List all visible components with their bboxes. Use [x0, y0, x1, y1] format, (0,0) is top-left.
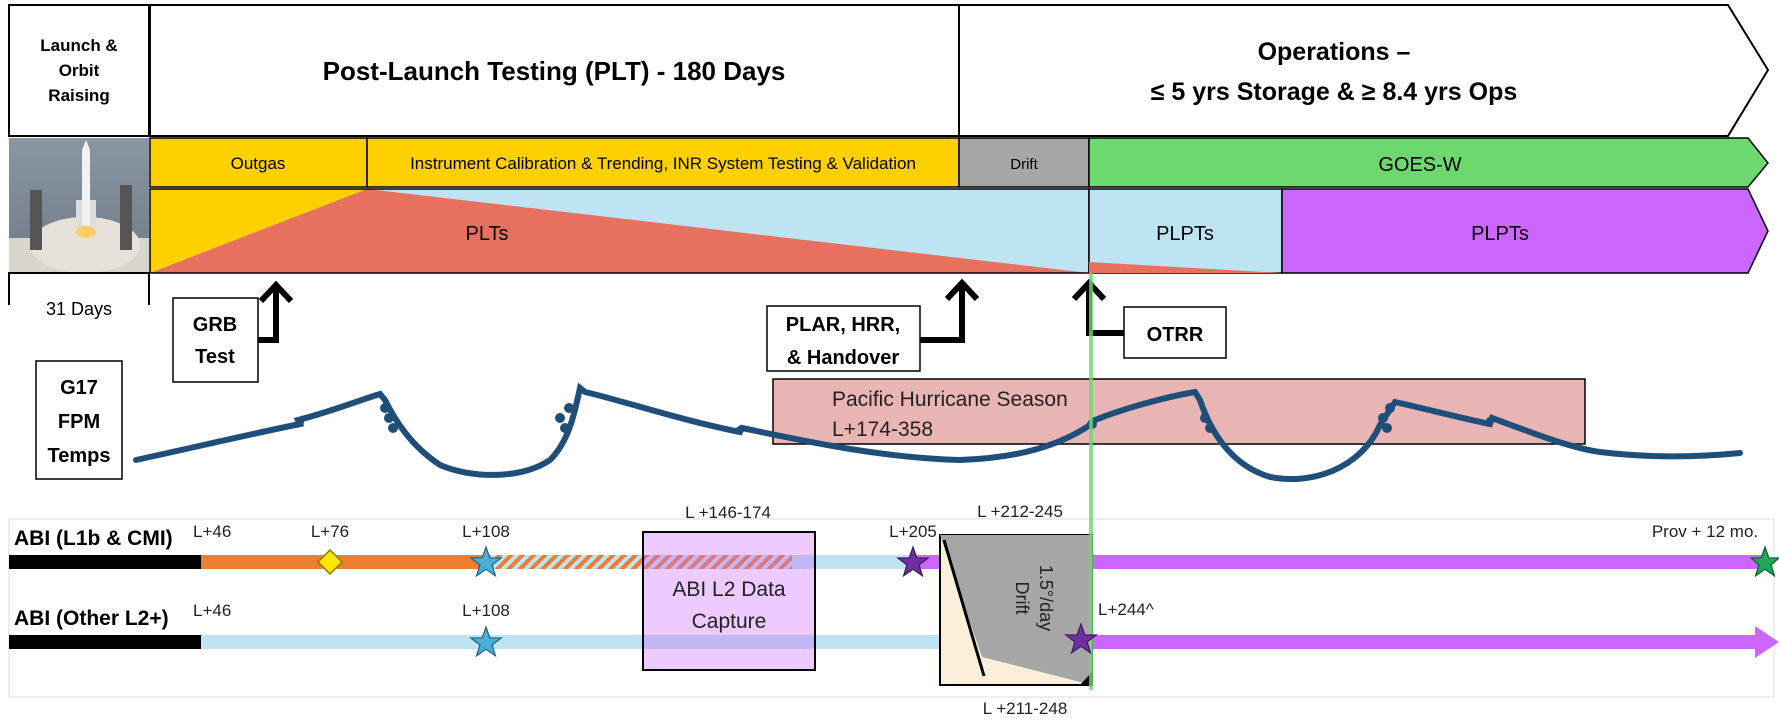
l244-label: L+244^: [1098, 600, 1154, 619]
plpts-blue-bar: [1088, 188, 1283, 274]
grb-test-arrow: [258, 280, 294, 343]
l76-label: L+76: [311, 522, 349, 541]
prov-12mo-star: [1749, 545, 1779, 578]
prov-12mo-label: Prov + 12 mo.: [1652, 522, 1758, 541]
hurricane-line-1: Pacific Hurricane Season: [832, 388, 1068, 411]
fpm-line-3: Temps: [48, 445, 111, 467]
l108-row2-star: [469, 625, 503, 658]
grb-line-1: GRB: [193, 314, 237, 336]
plpts-purple-arrow: [1281, 188, 1769, 274]
fpm-curve-markers: [296, 403, 1494, 434]
drift-rate-line-2: Drift: [1012, 582, 1032, 615]
rocket-launch-image: [9, 138, 149, 273]
l46-row1-label: L+46: [193, 522, 231, 541]
header-row: Launch & Orbit Raising Post-Launch Testi…: [8, 4, 1770, 137]
abi-l1b-black-segment: [9, 555, 201, 569]
abi-l1b-cmi-label: ABI (L1b & CMI): [14, 527, 173, 550]
abi-other-l2-label: ABI (Other L2+): [14, 607, 169, 630]
plpts-label-2: PLPTs: [1471, 223, 1529, 245]
l211-248-label: L +211-248: [983, 699, 1068, 718]
abi-l2-blue-segment: [201, 635, 1079, 649]
goes-w-arrow: [1088, 137, 1769, 188]
launch-line-1: Launch &: [40, 36, 117, 55]
abi-l1b-blue-segment: [792, 555, 912, 569]
phase-bars: Outgas Instrument Calibration & Trending…: [149, 137, 1769, 274]
grb-test-box: [172, 297, 259, 383]
launch-line-2: Orbit: [59, 61, 100, 80]
otrr-label: OTRR: [1147, 324, 1204, 346]
grb-line-2: Test: [195, 346, 235, 368]
plpts-label-1: PLPTs: [1156, 223, 1214, 245]
outgas-bar: [149, 137, 368, 188]
launch-line-3: Raising: [48, 86, 109, 105]
data-capture-line-1: ABI L2 Data: [672, 578, 786, 601]
outgas-label: Outgas: [231, 154, 286, 173]
fpm-line-2: FPM: [58, 411, 100, 433]
l212-245-label: L +212-245: [977, 502, 1063, 521]
l46-row2-label: L+46: [193, 601, 231, 620]
plts-label: PLTs: [466, 223, 509, 245]
abi-l2-arrowhead: [1755, 626, 1779, 658]
plts-wedge: [150, 189, 1089, 273]
data-capture-line-2: Capture: [692, 610, 767, 633]
hurricane-line-2: L+174-358: [832, 418, 933, 441]
l76-diamond-marker: [316, 548, 344, 576]
abi-l1b-purple-segment-2: [1092, 555, 1765, 569]
otrr-arrow: [1071, 278, 1124, 336]
plar-line-2: & Handover: [787, 347, 899, 369]
calibration-label: Instrument Calibration & Trending, INR S…: [410, 154, 916, 173]
l108-row2-label: L+108: [462, 601, 510, 620]
l146-174-label: L +146-174: [685, 503, 771, 522]
plt-header-title: Post-Launch Testing (PLT) - 180 Days: [323, 56, 786, 86]
l205-label: L+205: [889, 522, 937, 541]
ops-header-arrow: [958, 4, 1770, 137]
fpm-temps-box: [35, 360, 123, 480]
fpm-temperature-curve: [133, 382, 1743, 483]
plt-header-box: [149, 4, 960, 137]
plar-line-1: PLAR, HRR,: [786, 314, 900, 336]
abi-l1b-hatched-segment: [486, 555, 792, 569]
l108-row1-star: [469, 545, 503, 578]
ops-header-line-1: Operations –: [1258, 38, 1411, 66]
l244-star: [1064, 622, 1098, 655]
hurricane-season-box: [772, 378, 1586, 445]
plar-arrow: [920, 278, 980, 343]
days-31-label: 31 Days: [46, 299, 112, 319]
abi-l2-black-segment: [9, 635, 201, 649]
abi-panel: [8, 518, 1775, 698]
abi-l2-purple-segment: [1079, 635, 1759, 649]
drift-rate-line-1: 1.5°/day: [1036, 565, 1056, 631]
calibration-bar: [366, 137, 960, 188]
l205-star: [896, 545, 930, 578]
abi-l2-data-capture-box: [642, 531, 816, 671]
otrr-box: [1123, 306, 1227, 359]
l108-row1-label: L+108: [462, 522, 510, 541]
drift-bar: [958, 137, 1090, 188]
launch-header-box: [8, 4, 150, 137]
ops-header-line-2: ≤ 5 yrs Storage & ≥ 8.4 yrs Ops: [1151, 78, 1518, 106]
abi-l1b-orange-segment: [201, 555, 486, 569]
plar-box: [766, 305, 921, 372]
drift-label: Drift: [1010, 156, 1038, 173]
fpm-line-1: G17: [60, 377, 98, 399]
goes-w-label: GOES-W: [1378, 154, 1461, 176]
